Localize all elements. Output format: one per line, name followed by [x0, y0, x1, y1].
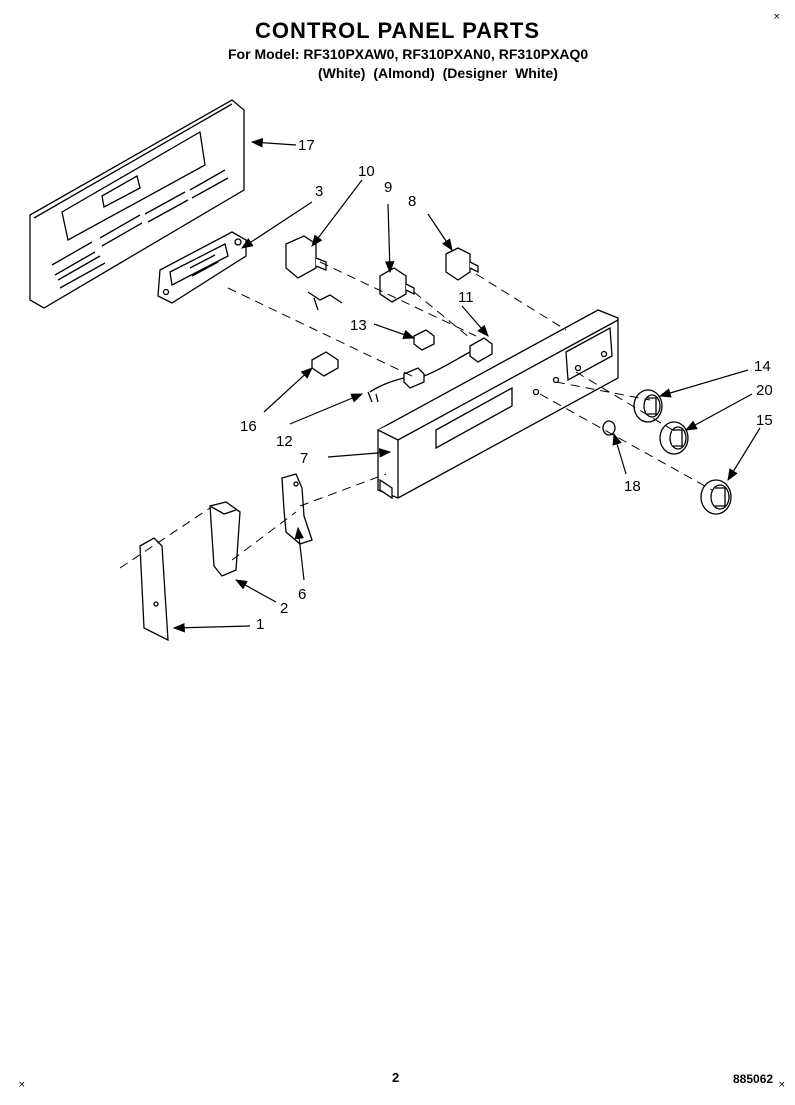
callout-9: 9	[384, 179, 392, 196]
page-number: 2	[392, 1070, 400, 1085]
callout-20: 20	[756, 382, 773, 399]
document-number: 885062	[733, 1072, 774, 1086]
knob-15	[700, 479, 732, 515]
callout-3: 3	[315, 183, 323, 200]
clock-timer-part	[157, 231, 247, 304]
switch-part-8	[445, 247, 479, 281]
callout-14: 14	[754, 358, 771, 375]
page-title: CONTROL PANEL PARTS	[254, 18, 541, 43]
callout-6: 6	[298, 586, 306, 603]
callout-15: 15	[756, 412, 773, 429]
callout-18: 18	[624, 478, 641, 495]
model-list: For Model: RF310PXAW0, RF310PXAN0, RF310…	[228, 46, 589, 62]
end-cap-part-2	[209, 501, 241, 577]
infinite-switch-part	[285, 235, 343, 311]
rear-panel-part	[29, 99, 245, 309]
callout-8: 8	[408, 193, 416, 210]
switch-part-9	[379, 267, 415, 303]
callout-1: 1	[256, 616, 264, 633]
callout-10: 10	[358, 163, 375, 180]
clip-part	[311, 351, 339, 377]
callout-17: 17	[298, 137, 315, 154]
corner-mark: ×	[18, 1080, 26, 1090]
end-cap-part-1	[139, 537, 169, 642]
assembly-lines	[119, 261, 713, 569]
knob-14	[633, 389, 663, 423]
corner-mark: ×	[773, 12, 781, 22]
callout-2: 2	[280, 600, 288, 617]
spacer-18	[602, 420, 616, 436]
knob-20	[659, 421, 689, 455]
leader-arrows	[172, 137, 761, 633]
color-variants: (White) (Almond) (Designer White)	[318, 65, 558, 81]
corner-mark: ×	[778, 1080, 786, 1090]
callout-16: 16	[240, 418, 257, 435]
callout-labels: 17 3 10 9 8 11 13 16 12 7 14 20 15 18 6 …	[240, 137, 773, 633]
callout-13: 13	[350, 317, 367, 334]
callout-11: 11	[458, 289, 474, 306]
wire-harness-parts	[367, 329, 493, 403]
control-panel-housing-part	[377, 309, 619, 500]
callout-12: 12	[276, 433, 293, 450]
callout-7: 7	[300, 450, 308, 467]
end-cap-part-6	[281, 473, 313, 545]
